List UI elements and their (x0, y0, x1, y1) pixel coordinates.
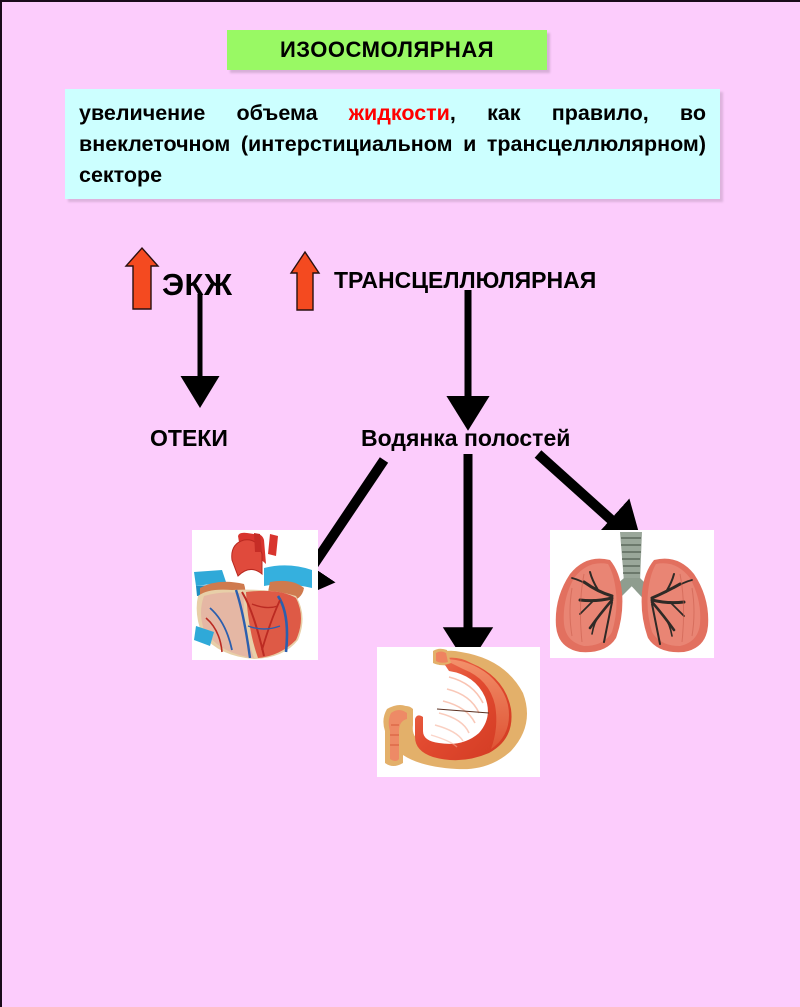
node-label-hydrops: Водянка полостей (361, 425, 571, 451)
definition-text-before: увеличение объема (79, 101, 349, 125)
definition-box: увеличение объема жидкости, как правило,… (65, 89, 720, 199)
definition-text-after: , как правило, во внеклеточном (интерсти… (79, 101, 706, 187)
node-label-ekj: ЭКЖ (162, 267, 233, 302)
up-arrow-transcellular-icon (289, 250, 321, 311)
node-label-transcellular: ТРАНСЦЕЛЛЮЛЯРНАЯ (334, 267, 597, 293)
stomach-illustration (377, 647, 540, 777)
page-title: ИЗООСМОЛЯРНАЯ (279, 37, 495, 62)
up-arrow-ekj-icon (124, 246, 160, 310)
node-label-edema: ОТЕКИ (150, 425, 228, 451)
definition-text: увеличение объема жидкости, как правило,… (79, 98, 706, 222)
heart-illustration (192, 530, 318, 660)
arrow-hydrops-to-lungs (534, 450, 644, 549)
title-banner: ИЗООСМОЛЯРНАЯ (227, 30, 547, 70)
lungs-illustration (550, 530, 714, 658)
definition-highlight: жидкости (348, 101, 450, 125)
